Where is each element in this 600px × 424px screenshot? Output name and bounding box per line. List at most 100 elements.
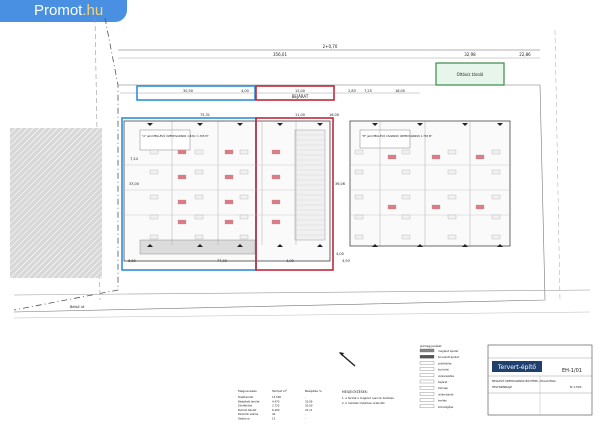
room-cell xyxy=(177,149,187,155)
hatch-line xyxy=(75,251,102,278)
hatch-line xyxy=(21,197,102,278)
room-cell xyxy=(177,199,187,205)
hatch-line xyxy=(10,128,77,195)
dim-hall-7: 36,06 xyxy=(335,182,345,186)
site-boundary-right xyxy=(13,84,546,313)
room-cell xyxy=(194,169,204,175)
hall-b-label-box xyxy=(359,129,411,149)
watermark-badge: Promot.hu xyxy=(0,0,127,22)
hatch-line xyxy=(27,203,102,278)
legend-swatch xyxy=(419,379,435,384)
room-cell xyxy=(224,149,234,155)
legend-label: villámhárító xyxy=(438,392,454,396)
legend-swatch xyxy=(419,367,435,371)
dim-strip-2: 4,00 xyxy=(241,89,249,93)
hatch-line xyxy=(45,221,102,278)
hatch-line xyxy=(51,227,102,278)
section-mark-icon xyxy=(237,244,243,247)
drawing-scale: M 1:500 xyxy=(570,385,582,389)
project-title: MEGLÉVŐ ÜZEMCSARNOK BŐVÍTÉSE, ÁTALAKÍTÁS… xyxy=(492,378,556,383)
dim-bottom-1: 77,40 xyxy=(217,259,227,263)
area-table-header: Terület m² xyxy=(271,389,288,393)
hatch-line xyxy=(10,137,102,231)
dim-top-right1: 32,98 xyxy=(464,52,476,57)
company-logo xyxy=(492,361,542,372)
legend-label: kerítés xyxy=(438,399,447,403)
room-cell xyxy=(401,169,411,175)
section-mark-icon xyxy=(462,244,468,247)
gate-label: BEJÁRAT xyxy=(292,94,309,99)
room-cell xyxy=(224,174,234,180)
room-cell xyxy=(354,234,364,240)
hatch-line xyxy=(10,143,102,237)
room-cell xyxy=(387,154,397,160)
room-cell xyxy=(354,169,364,175)
hatch-line xyxy=(10,128,47,165)
legend-swatch xyxy=(419,392,435,396)
area-table-header: Megnevezés xyxy=(238,389,257,393)
room-cell xyxy=(239,214,249,220)
legend-swatch xyxy=(419,348,435,353)
road-vertical xyxy=(554,29,561,301)
legend-swatch xyxy=(419,355,435,359)
hatch-line xyxy=(10,128,59,177)
section-mark-icon xyxy=(317,244,323,247)
dim-hall-6: 4,00 xyxy=(336,252,344,256)
room-cell xyxy=(401,214,411,220)
dim-top-overall: 2+0,70 xyxy=(323,44,338,49)
room-cell xyxy=(491,169,501,175)
hatch-line xyxy=(10,167,102,261)
dim-hall-4: 7,24 xyxy=(130,157,139,161)
dim-hall-5: 33,00 xyxy=(129,182,139,186)
hall-a-label-box xyxy=(139,129,191,151)
dim-top-right2: 22,86 xyxy=(519,52,531,57)
hatch-line xyxy=(10,149,102,243)
dim-top-main: 356,01 xyxy=(273,52,287,57)
room-cell xyxy=(475,154,485,160)
legend-label: meglévő épület xyxy=(438,349,458,353)
hatch-line xyxy=(10,128,89,207)
room-cell xyxy=(239,149,249,155)
room-cells xyxy=(149,149,501,240)
notes-line: 2. A méretek méterben értendők xyxy=(342,401,385,405)
legend-swatch xyxy=(419,373,435,377)
area-table-cell: 20,00 xyxy=(305,404,313,408)
dim-hall-2: 11,00 xyxy=(295,113,305,117)
area-table-cell: Burkolt felület xyxy=(238,408,256,412)
legend-swatch xyxy=(419,398,435,402)
legend-label: közvilágítás xyxy=(438,405,454,409)
section-marks xyxy=(147,123,503,247)
water-tank xyxy=(435,62,505,86)
road-line xyxy=(13,311,591,319)
hatch-line xyxy=(39,215,102,278)
road-label: Belső út xyxy=(70,305,85,309)
legend-label: vízelvezetés xyxy=(438,374,455,378)
room-cell xyxy=(475,204,485,210)
road-line xyxy=(13,289,591,296)
hatch-line xyxy=(10,131,102,225)
hatch-line xyxy=(10,128,65,183)
dim-hall-1: 75,31 xyxy=(200,113,210,117)
section-mark-icon xyxy=(372,244,378,247)
company-name: Tervert-építő xyxy=(497,364,537,371)
section-mark-icon xyxy=(197,123,203,126)
site-boundary xyxy=(13,17,119,311)
legend-heading: Jelmagyarázat xyxy=(419,344,442,348)
hatch-line xyxy=(10,179,102,273)
room-cell xyxy=(491,234,501,240)
structural-grid xyxy=(124,121,510,246)
dim-strip-4: 2,83 xyxy=(348,89,356,93)
room-cell xyxy=(149,234,159,240)
dim-strip-3: 12,00 xyxy=(295,89,305,93)
room-cell xyxy=(447,194,457,200)
section-mark-icon xyxy=(462,123,468,126)
room-cell xyxy=(149,194,159,200)
room-cell xyxy=(354,149,364,155)
north-arrow-icon xyxy=(339,352,356,367)
room-cell xyxy=(491,194,501,200)
room-cell xyxy=(239,234,249,240)
hatch-line xyxy=(10,128,83,201)
legend-swatch xyxy=(419,386,435,390)
